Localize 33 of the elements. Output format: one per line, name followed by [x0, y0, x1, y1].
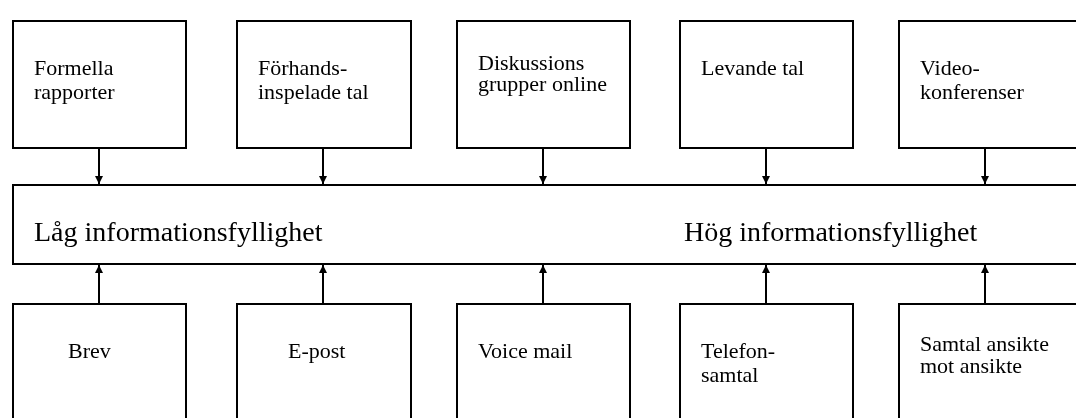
- high-end-label: Hög informationsfyllighet: [684, 216, 978, 248]
- arrow: [981, 264, 989, 304]
- medium-label: Samtal ansikte mot ansikte: [920, 333, 1050, 377]
- medium-box: [456, 303, 631, 418]
- medium-label: Diskussions grupper online: [478, 52, 608, 94]
- arrow: [95, 147, 103, 185]
- arrow: [981, 147, 989, 185]
- medium-label: E-post: [288, 339, 347, 363]
- arrow: [95, 264, 103, 304]
- medium-label: Telefon- samtal: [701, 339, 777, 387]
- medium-box: [898, 20, 1076, 149]
- arrow: [319, 147, 327, 185]
- medium-label: Brev: [68, 339, 112, 363]
- medium-label: Förhands- inspelade tal: [258, 56, 370, 104]
- scale-band: [12, 184, 1076, 265]
- medium-box: [236, 20, 412, 149]
- arrow: [319, 264, 327, 304]
- medium-box: [679, 303, 854, 418]
- medium-label: Video- konferenser: [920, 56, 1025, 104]
- medium-box: [679, 20, 854, 149]
- medium-box: [12, 20, 187, 149]
- medium-box: [236, 303, 412, 418]
- medium-label: Formella rapporter: [34, 56, 116, 104]
- arrow: [762, 264, 770, 304]
- arrow: [539, 147, 547, 185]
- arrow: [762, 147, 770, 185]
- medium-box: [456, 20, 631, 149]
- medium-box: [898, 303, 1076, 418]
- medium-label: Levande tal: [701, 56, 806, 80]
- medium-label: Voice mail: [478, 339, 574, 363]
- arrow: [539, 264, 547, 304]
- medium-box: [12, 303, 187, 418]
- low-end-label: Låg informationsfyllighet: [34, 216, 323, 248]
